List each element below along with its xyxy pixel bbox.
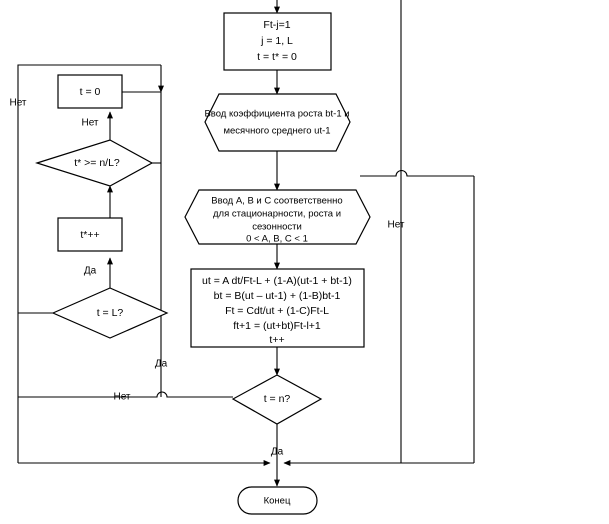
node-tstar-increment[interactable] xyxy=(57,217,123,252)
node-end[interactable] xyxy=(237,486,318,515)
node-input-abc-line-2: для стационарности, роста и xyxy=(213,209,341,220)
node-input-growth[interactable] xyxy=(204,93,351,152)
node-init-line-3: t = t* = 0 xyxy=(257,51,297,63)
node-check-t-equals-n-label: t = n? xyxy=(264,393,291,405)
node-input-growth-line-1: Ввод коэффициента роста bt-1 и xyxy=(204,109,349,120)
node-end-label: Конец xyxy=(264,496,291,507)
edge-label-left-loop-no: Нет xyxy=(9,98,26,109)
node-t-zero[interactable] xyxy=(57,74,123,109)
node-compute-line-1: ut = A dt/Ft-L + (1-A)(ut-1 + bt-1) xyxy=(202,275,352,287)
node-input-growth-line-2: месячного среднего ut-1 xyxy=(223,126,330,137)
edge-label-tn-yes: Да xyxy=(271,447,284,458)
node-init[interactable] xyxy=(223,12,332,71)
node-compute-line-2: bt = B(ut – ut-1) + (1-B)bt-1 xyxy=(214,290,341,302)
node-tstar-increment-label: t*++ xyxy=(80,229,99,241)
edge-label-tstar-yes: Да xyxy=(84,266,97,277)
edge-label-tzero-no: Нет xyxy=(81,118,98,129)
edge-right-cross-hop xyxy=(386,170,474,177)
node-check-t-equals-l[interactable] xyxy=(51,287,169,339)
node-compute-line-5: t++ xyxy=(269,334,284,346)
node-compute[interactable] xyxy=(190,268,365,348)
node-check-t-equals-l-label: t = L? xyxy=(97,307,124,319)
node-compute-line-4: ft+1 = (ut+bt)Ft-l+1 xyxy=(233,320,321,332)
node-check-t-equals-n[interactable] xyxy=(231,374,323,425)
node-check-tstar[interactable] xyxy=(35,139,154,187)
edge-tn-no-left-hop xyxy=(147,391,233,398)
node-input-abc-line-4: 0 < A, B, C < 1 xyxy=(246,234,308,245)
node-t-zero-label: t = 0 xyxy=(80,86,101,98)
edge-label-mid-yes: Да xyxy=(155,359,168,370)
node-compute-line-3: Ft = Cdt/ut + (1-C)Ft-L xyxy=(225,305,329,317)
edge-label-right-no: Нет xyxy=(387,220,404,231)
node-input-abc-line-1: Ввод A, B и C соответственно xyxy=(211,196,342,207)
node-init-line-2: j = 1, L xyxy=(260,35,293,47)
edge-left-loop-riser xyxy=(17,64,161,463)
node-check-tstar-label: t* >= n/L? xyxy=(74,157,120,169)
node-init-line-1: Ft-j=1 xyxy=(263,19,290,31)
edge-label-tn-no: Нет xyxy=(113,392,130,403)
node-input-abc-line-3: сезонности xyxy=(252,222,302,233)
node-input-abc[interactable] xyxy=(184,189,371,245)
